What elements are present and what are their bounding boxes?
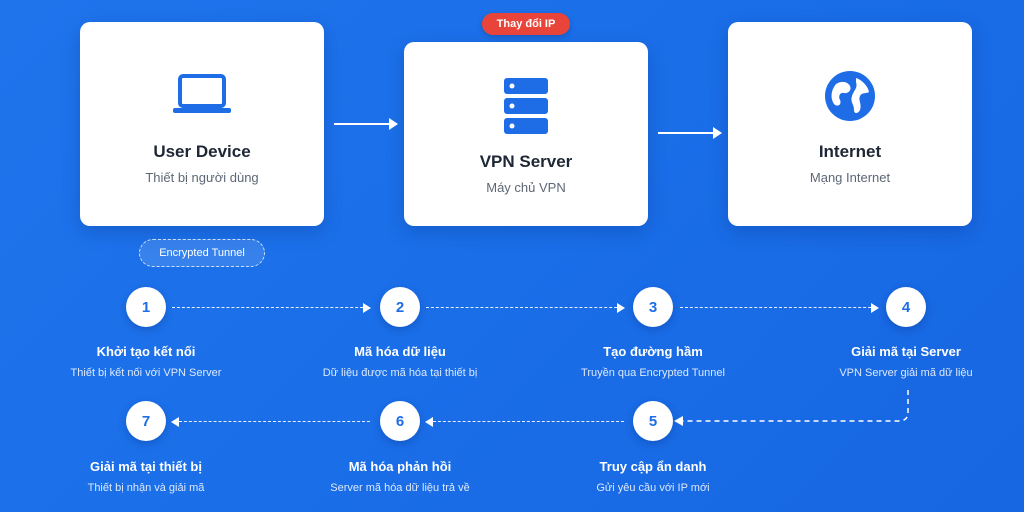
connector-5-6 (425, 416, 624, 427)
server-icon (494, 74, 558, 138)
step-3-circle: 3 (633, 287, 673, 327)
step-7-circle: 7 (126, 401, 166, 441)
step-5-circle: 5 (633, 401, 673, 441)
connector-6-7 (171, 416, 370, 427)
globe-icon (818, 64, 882, 128)
internet-title: Internet (818, 141, 882, 161)
step-1-circle: 1 (126, 287, 166, 327)
step-3-desc: Truyền qua Encrypted Tunnel (581, 367, 725, 379)
connector-3-4 (680, 302, 879, 313)
step-4-title: Giải mã tại Server (851, 344, 961, 359)
step-6-title: Mã hóa phản hồi (348, 459, 452, 474)
step-6-circle: 6 (380, 401, 420, 441)
step-6-desc: Server mã hóa dữ liệu trả về (330, 482, 470, 494)
connector-1-2 (172, 302, 371, 313)
arrow-vpn-to-internet (658, 127, 722, 139)
step-1-desc: Thiết bị kết nối với VPN Server (70, 367, 222, 379)
connector-2-3 (426, 302, 625, 313)
step-4-desc: VPN Server giải mã dữ liệu (839, 367, 973, 379)
step-7-title: Giải mã tại thiết bị (90, 459, 202, 474)
step-5-desc: Gửi yêu cầu với IP mới (596, 482, 710, 494)
arrow-user-to-vpn (334, 118, 398, 130)
step-2-desc: Dữ liệu được mã hóa tại thiết bị (322, 367, 478, 379)
encrypted-tunnel-badge: Encrypted Tunnel (139, 239, 265, 267)
step-1-title: Khởi tạo kết nối (96, 344, 196, 359)
internet-subtitle: Mạng Internet (809, 169, 891, 185)
change-ip-badge: Thay đổi IP (482, 13, 570, 35)
step-3-title: Tạo đường hầm (603, 344, 703, 359)
step-7-desc: Thiết bị nhận và giải mã (87, 482, 205, 494)
user-device-subtitle: Thiết bị người dùng (145, 169, 259, 185)
step-5-title: Truy cập ẩn danh (599, 459, 707, 474)
vpn-server-title: VPN Server (479, 151, 573, 171)
step-4-circle: 4 (886, 287, 926, 327)
internet-card: Internet Mạng Internet (728, 22, 972, 226)
user-device-title: User Device (153, 141, 251, 161)
step-2-circle: 2 (380, 287, 420, 327)
laptop-icon (170, 64, 234, 128)
vpn-server-subtitle: Máy chủ VPN (486, 179, 566, 195)
user-device-card: User Device Thiết bị người dùng (80, 22, 324, 226)
step-2-title: Mã hóa dữ liệu (354, 344, 446, 359)
vpn-server-card: VPN Server Máy chủ VPN (404, 42, 648, 226)
